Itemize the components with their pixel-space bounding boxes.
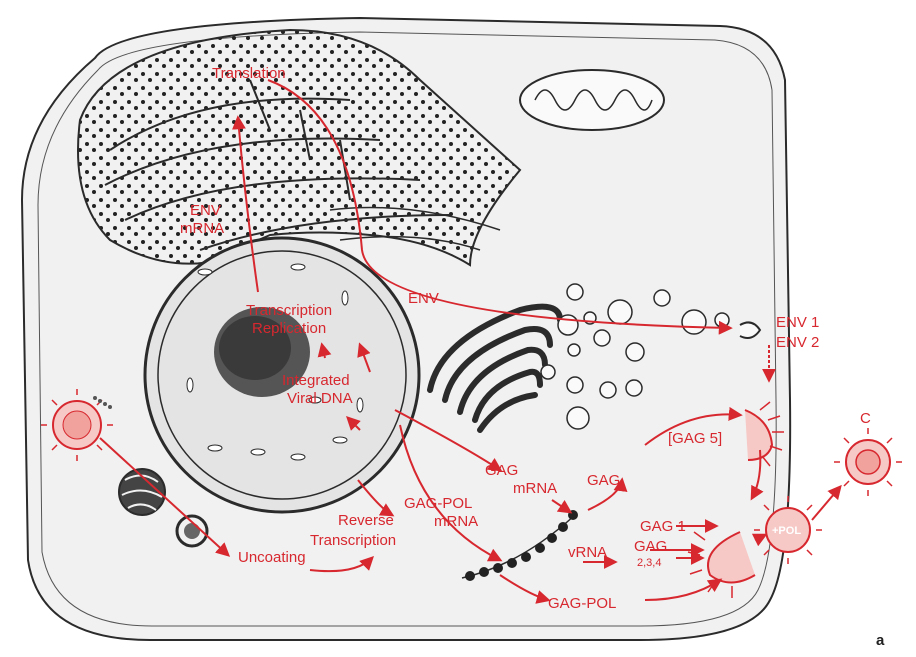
label-env: ENV <box>408 290 439 307</box>
label-reverse: Reverse <box>338 512 394 529</box>
label-gag-pol: GAG-POL <box>548 595 616 612</box>
label-gag234-line2: 2,3,4 <box>637 557 661 569</box>
label-vrna: vRNA <box>568 544 607 561</box>
label-transcription: Transcription <box>246 302 332 319</box>
label-uncoating: Uncoating <box>238 549 306 566</box>
label-env-mrna-line1: ENV <box>190 202 221 219</box>
panel-letter: a <box>876 632 885 649</box>
label-reverse-transcription: Transcription <box>310 532 396 549</box>
label-gag234-line1: GAG <box>634 538 667 555</box>
label-gag5: [GAG 5] <box>668 430 722 447</box>
label-pol: +POL <box>772 525 801 537</box>
label-integrated: Integrated <box>282 372 350 389</box>
label-gag-mrna-line1: GAG <box>485 462 518 479</box>
label-replication: Replication <box>252 320 326 337</box>
label-env-mrna-line2: mRNA <box>180 220 224 237</box>
label-translation: Translation <box>212 65 286 82</box>
label-gag-mrna-line2: mRNA <box>513 480 557 497</box>
label-viral-dna: Viral DNA <box>287 390 353 407</box>
mitochondrion <box>520 70 664 130</box>
label-gag1: GAG 1 <box>640 518 686 535</box>
label-c: C <box>860 410 871 427</box>
label-gag-pol-mrna-line1: GAG-POL <box>404 495 472 512</box>
virus-particle-mature <box>834 428 902 496</box>
label-gag-pol-mrna-line2: mRNA <box>434 513 478 530</box>
label-env1: ENV 1 <box>776 314 819 331</box>
label-gag: GAG <box>587 472 620 489</box>
label-env2: ENV 2 <box>776 334 819 351</box>
